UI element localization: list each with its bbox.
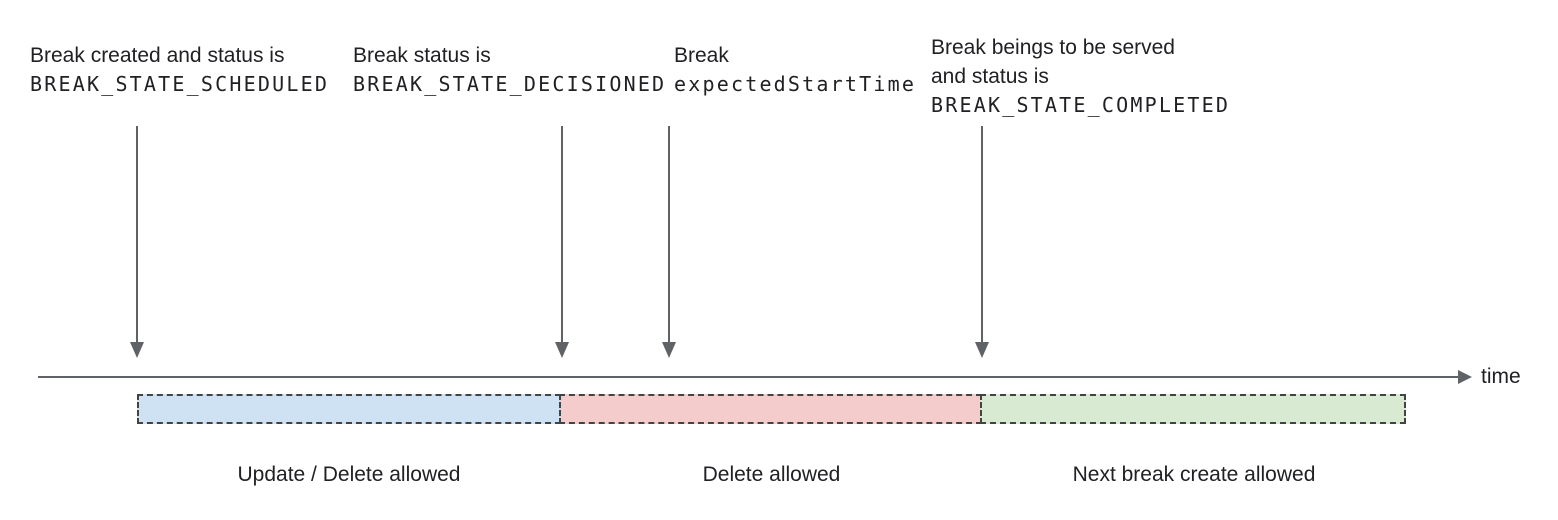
arrow-shaft [981,126,983,342]
arrow-shaft [561,126,563,342]
arrow-head-icon [130,342,144,358]
annotation-expected-start-time: Break expectedStartTime [674,41,916,99]
segment-update-delete-allowed [137,394,561,424]
right-arrow-head-icon [1458,370,1472,384]
annotation-text: and status is [931,65,1049,88]
annotation-break-scheduled: Break created and status is BREAK_STATE_… [30,41,329,99]
segment-caption: Delete allowed [702,463,841,486]
annotation-code-text: BREAK_STATE_COMPLETED [931,93,1231,117]
segment-caption: Update / Delete allowed [237,463,461,486]
time-axis-label: time [1481,365,1521,388]
down-arrow-icon [555,126,569,358]
segment-caption: Next break create allowed [1072,463,1316,486]
annotation-break-decisioned: Break status is BREAK_STATE_DECISIONED [353,41,666,99]
segment-next-break-create-allowed [980,394,1406,424]
segment-delete-allowed [559,394,982,424]
annotation-code-text: BREAK_STATE_DECISIONED [353,72,667,96]
down-arrow-icon [662,126,676,358]
down-arrow-icon [130,126,144,358]
arrow-shaft [668,126,670,342]
down-arrow-icon [975,126,989,358]
annotation-text: Break status is [353,44,491,67]
annotation-text: Break created and status is [30,44,285,67]
arrow-head-icon [555,342,569,358]
annotation-code-text: expectedStartTime [674,72,917,96]
arrow-head-icon [662,342,676,358]
time-axis [38,376,1458,378]
arrow-shaft [136,126,138,342]
annotation-text: Break beings to be served [931,36,1175,59]
annotation-code-text: BREAK_STATE_SCHEDULED [30,72,330,96]
annotation-text: Break [674,44,729,67]
annotation-break-completed: Break beings to be served and status is … [931,33,1230,120]
arrow-head-icon [975,342,989,358]
